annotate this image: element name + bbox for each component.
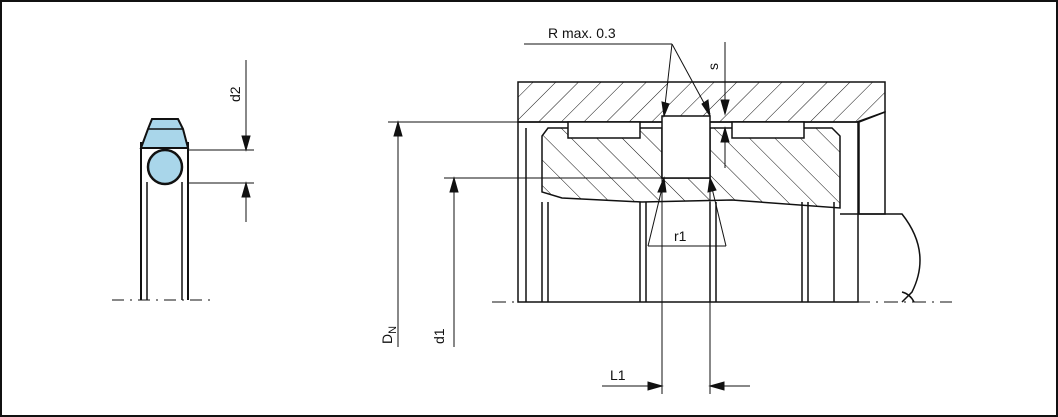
d1-dimension [444, 176, 662, 347]
seal-groove [661, 115, 711, 179]
d2-dimension [188, 60, 254, 222]
seal-slot-right [731, 121, 805, 139]
r1-label: r1 [674, 228, 687, 244]
s-label: s [705, 63, 721, 70]
seal-slot-left [567, 121, 641, 139]
seal-cap-ring [139, 118, 190, 149]
dn-label: DN [379, 326, 399, 344]
d1-label: d1 [431, 328, 447, 344]
housing-section [517, 81, 921, 303]
radius-leader [524, 43, 711, 118]
seal-cross-section [139, 118, 190, 300]
l1-dimension [602, 178, 750, 394]
radius-label: R max. 0.3 [548, 25, 616, 41]
o-ring [146, 148, 184, 186]
d2-label: d2 [227, 86, 243, 102]
l1-label: L1 [610, 367, 626, 383]
rod-end [840, 213, 921, 303]
s-dimension [720, 42, 730, 168]
dn-dimension [388, 120, 518, 347]
